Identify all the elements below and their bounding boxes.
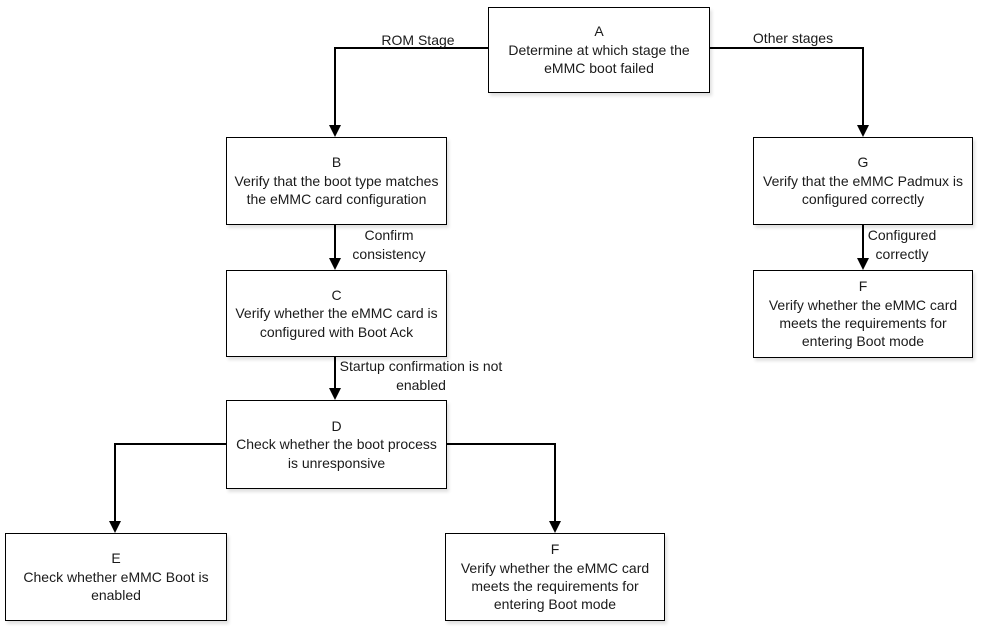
node-e-text: Check whether eMMC Boot is enabled — [23, 568, 209, 604]
node-b: B Verify that the boot type matches the … — [226, 137, 447, 225]
arrowhead-to-b-icon — [329, 125, 341, 137]
connector-d-e-horizontal — [114, 443, 228, 445]
node-a: A Determine at which stage the eMMC boot… — [488, 7, 710, 93]
node-f-bottom-text: Verify whether the eMMC card meets the r… — [460, 559, 650, 613]
arrowhead-to-d-icon — [329, 388, 341, 400]
edge-label-rom-stage: ROM Stage — [381, 32, 455, 48]
edge-label-configured-correctly: Configured correctly — [867, 227, 937, 262]
connector-a-g-vertical — [862, 47, 864, 126]
connector-a-g-horizontal — [709, 47, 864, 49]
connector-c-d — [334, 356, 336, 389]
connector-d-f-horizontal — [445, 443, 556, 445]
node-f-bottom-id: F — [550, 541, 560, 558]
node-f-bottom: F Verify whether the eMMC card meets the… — [445, 533, 665, 621]
connector-b-c — [334, 225, 336, 259]
arrowhead-to-c-icon — [329, 258, 341, 270]
arrowhead-to-f-bottom-icon — [549, 521, 561, 533]
arrowhead-to-f-right-icon — [857, 258, 869, 270]
node-f-right: F Verify whether the eMMC card meets the… — [753, 270, 973, 358]
node-d-text: Check whether the boot process is unresp… — [236, 436, 437, 471]
connector-a-b-vertical — [334, 47, 336, 126]
connector-d-f-vertical — [554, 443, 556, 522]
connector-g-f — [862, 225, 864, 259]
node-a-id: A — [594, 23, 604, 40]
node-g: G Verify that the eMMC Padmux is configu… — [753, 137, 973, 225]
edge-label-other-stages: Other stages — [752, 30, 834, 46]
node-c-text: Verify whether the eMMC card is configur… — [235, 305, 438, 340]
node-b-text: Verify that the boot type matches the eM… — [234, 172, 439, 208]
node-g-id: G — [857, 154, 869, 171]
edge-label-startup-confirmation: Startup confirmation is not enabled — [339, 358, 503, 393]
node-f-right-id: F — [858, 278, 868, 295]
edge-label-confirm-consistency: Confirm consistency — [352, 227, 426, 262]
node-g-text: Verify that the eMMC Padmux is configure… — [763, 172, 963, 208]
node-d: D Check whether the boot process is unre… — [226, 400, 447, 489]
node-e-id: E — [111, 550, 121, 567]
node-c: C Verify whether the eMMC card is config… — [226, 270, 447, 357]
node-d-id: D — [331, 417, 342, 434]
arrowhead-to-g-icon — [857, 125, 869, 137]
node-f-right-text: Verify whether the eMMC card meets the r… — [768, 296, 958, 350]
arrowhead-to-e-icon — [109, 521, 121, 533]
connector-d-e-vertical — [114, 443, 116, 522]
node-a-text: Determine at which stage the eMMC boot f… — [508, 41, 690, 77]
node-e: E Check whether eMMC Boot is enabled — [5, 533, 227, 621]
node-c-id: C — [331, 286, 342, 303]
node-b-id: B — [331, 154, 342, 171]
connector-a-b-horizontal — [334, 47, 490, 49]
